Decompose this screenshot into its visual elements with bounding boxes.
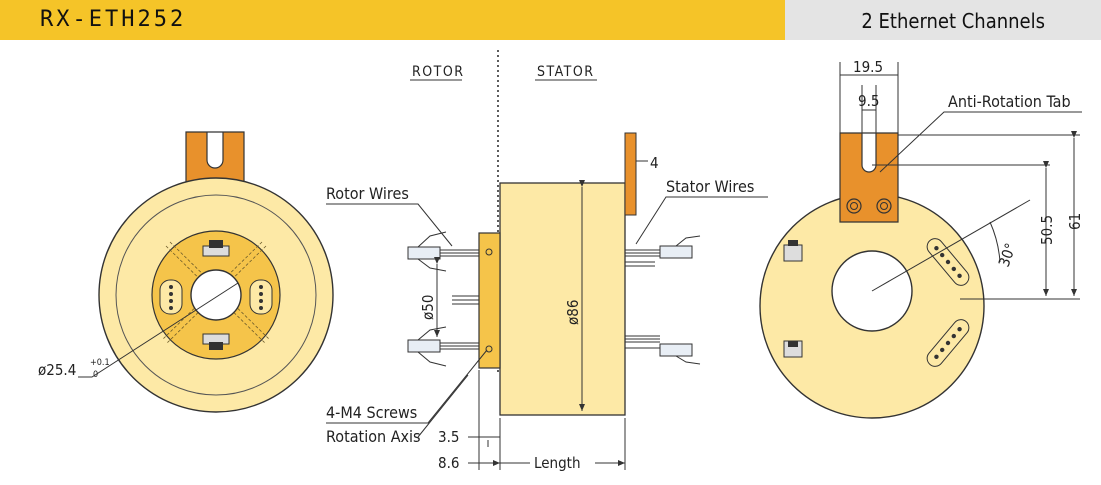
bore-dimension: ø25.4 <box>38 361 76 379</box>
bore-tolerance-upper: +0.1 <box>90 358 110 368</box>
bottom-extension-lines <box>478 370 626 470</box>
bore-tolerance-lower: 0 <box>93 370 98 380</box>
stator-label: STATOR <box>537 64 594 80</box>
left-connector-top-body <box>209 240 223 248</box>
stator-wires-label: Stator Wires <box>666 177 754 196</box>
right-small-connector-top <box>783 244 803 262</box>
right-connector-lower <box>926 319 970 367</box>
flange-thickness-dim: 3.5 <box>438 428 459 446</box>
left-connector-bottom-body <box>209 342 223 350</box>
rotor-end-view: ø25.4 +0.1 0 <box>38 131 334 413</box>
center-rod <box>452 295 479 305</box>
anti-rotation-label: Anti-Rotation Tab <box>948 92 1071 111</box>
left-connector-lobe-right <box>249 279 273 315</box>
height-lines <box>872 131 1080 300</box>
rotor-connectors <box>407 231 479 367</box>
left-bore <box>190 269 242 321</box>
flange-hole-bottom <box>485 345 493 353</box>
left-inner-ring-line <box>115 194 317 396</box>
model-title: RX-ETH252 <box>40 7 187 32</box>
stator-tab <box>624 132 637 216</box>
stator-end-view: 19.5 9.5 Anti-Rotation Tab 50.5 61 30° <box>759 58 1084 419</box>
side-view: ROTOR STATOR <box>326 50 768 472</box>
stator-connectors <box>625 235 701 365</box>
header-right-panel: 2 Ethernet Channels <box>785 0 1101 40</box>
rotation-axis-label: Rotation Axis <box>326 427 421 446</box>
tab-width-lines <box>839 62 899 133</box>
height-inner-dim: 50.5 <box>1038 215 1056 245</box>
length-dim: Length <box>534 454 581 472</box>
screws-label: 4-M4 Screws <box>326 403 417 422</box>
height-outer-dim: 61 <box>1066 213 1084 230</box>
right-connector-upper <box>926 238 970 286</box>
rotor-label: ROTOR <box>412 64 465 80</box>
tab-width-outer-dim: 19.5 <box>853 58 883 76</box>
flange-offset-dim: 8.6 <box>438 454 459 472</box>
stator-body <box>499 182 626 416</box>
rotor-wires-label: Rotor Wires <box>326 184 409 203</box>
header-bar: RX-ETH252 2 Ethernet Channels <box>0 0 1101 40</box>
left-connector-lobe-left <box>159 279 183 315</box>
header-left-panel: RX-ETH252 <box>0 0 785 40</box>
left-bore-leader <box>78 282 239 378</box>
flange-diameter-dim: ø50 <box>419 295 437 320</box>
tab-thickness-dim: 4 <box>650 154 659 172</box>
channels-subtitle: 2 Ethernet Channels <box>861 9 1045 33</box>
body-diameter-dim: ø86 <box>564 300 582 325</box>
left-pins <box>169 285 263 310</box>
tab-width-inner-dim: 9.5 <box>858 92 879 110</box>
angle-dim: 30° <box>995 241 1020 270</box>
flange-hole-top <box>485 248 493 256</box>
